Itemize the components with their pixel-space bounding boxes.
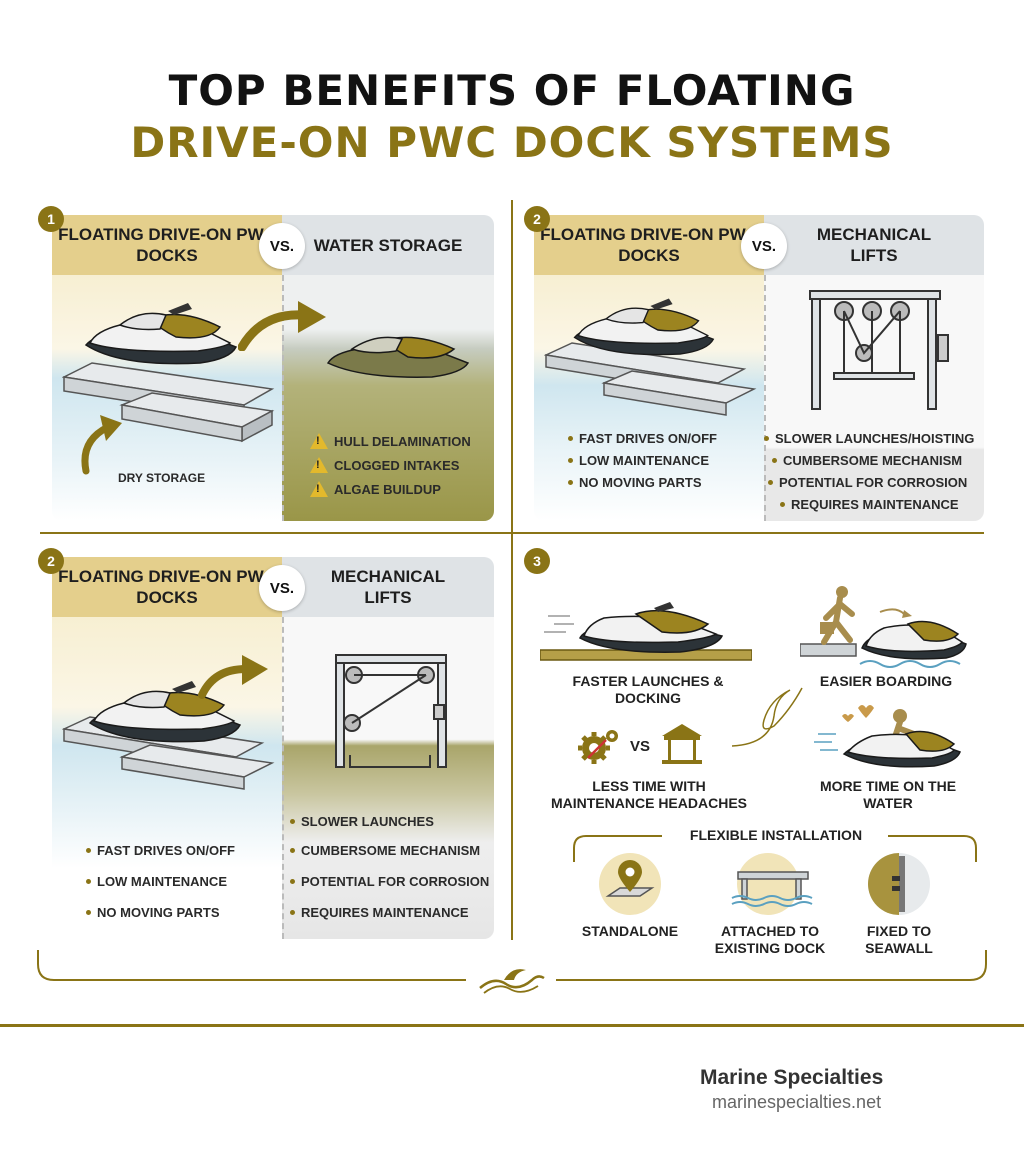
jet-ski-icon	[540, 602, 752, 661]
panel-3-right-item: SLOWER LAUNCHES	[290, 814, 434, 829]
benefit-faster-launches: FASTER LAUNCHES & DOCKING	[572, 673, 724, 706]
panel-3-left-item: NO MOVING PARTS	[86, 905, 220, 920]
footer-url[interactable]: marinespecialties.net	[712, 1092, 882, 1112]
jet-ski-icon	[326, 336, 470, 378]
panel-3-vs: VS.	[259, 565, 305, 611]
warning-icon	[310, 457, 328, 473]
panel-3-right-item: POTENTIAL FOR CORROSION	[290, 874, 489, 889]
footer-rule	[0, 1024, 1024, 1027]
panel-3-left-header: FLOATING DRIVE-ON PWC DOCKS	[52, 557, 282, 617]
lift-frame-icon	[335, 654, 447, 768]
vs-label: VS	[630, 738, 651, 755]
panel-3-right-item: REQUIRES MAINTENANCE	[290, 905, 469, 920]
panel-1-right-item: ALGAE BUILDUP	[310, 481, 441, 497]
panel-2-vs: VS.	[741, 223, 787, 269]
installation-attached: ATTACHED TO EXISTING DOCK	[714, 923, 826, 956]
person-boarding-icon	[800, 586, 967, 668]
wave-icon	[479, 969, 545, 994]
jet-ski-icon	[84, 303, 238, 365]
title-line-1: TOP BENEFITS OF FLOATING	[168, 66, 856, 115]
panel-3-badge: 2	[38, 548, 64, 574]
panel-water-storage: FLOATING DRIVE-ON PWC DOCKS WATER STORAG…	[52, 215, 494, 521]
arrow-icon	[238, 301, 326, 351]
installation-frame	[573, 835, 977, 862]
panel-2-left-item: LOW MAINTENANCE	[568, 453, 709, 468]
dock-icon	[731, 853, 813, 915]
panel-mechanical-lifts-top: FLOATING DRIVE-ON PWC DOCKS MECHANICAL L…	[534, 215, 984, 521]
panel-2-left-header: FLOATING DRIVE-ON PWC DOCKS	[534, 215, 764, 275]
panel-2-badge: 2	[524, 206, 550, 232]
panel-3-left-item: FAST DRIVES ON/OFF	[86, 843, 235, 858]
panel-2-right-item: REQUIRES MAINTENANCE	[780, 497, 959, 512]
panel-1-right-item: HULL DELAMINATION	[310, 433, 471, 449]
arrow-icon	[81, 415, 122, 475]
installation-standalone: STANDALONE	[581, 923, 679, 939]
panel-1-vs: VS.	[259, 223, 305, 269]
panel-1-right-item: CLOGGED INTAKES	[310, 457, 459, 473]
panel-2-left-item: FAST DRIVES ON/OFF	[568, 431, 717, 446]
gazebo-icon	[662, 724, 702, 764]
panel-3-right-item: CUMBERSOME MECHANISM	[290, 843, 480, 858]
connector-line	[731, 687, 803, 747]
panel-2-left-item: NO MOVING PARTS	[568, 475, 702, 490]
jet-ski-icon	[573, 298, 715, 356]
panel-4-badge: 3	[524, 548, 550, 574]
vertical-divider	[511, 200, 513, 940]
panel-2-right-item: POTENTIAL FOR CORROSION	[768, 475, 967, 490]
panel-mechanical-lifts-bottom: FLOATING DRIVE-ON PWC DOCKS MECHANICAL L…	[52, 557, 494, 939]
seawall-icon	[868, 853, 930, 915]
panel-3-right-header: MECHANICAL LIFTS	[282, 557, 494, 617]
panel-2-right-header: MECHANICAL LIFTS	[764, 215, 984, 275]
floating-dock-icon	[62, 362, 275, 443]
installation-seawall: FIXED TO SEAWALL	[865, 923, 933, 956]
arrow-icon	[198, 655, 268, 699]
title-line-2: DRIVE-ON PWC DOCK SYSTEMS	[130, 118, 894, 167]
benefit-more-time: MORE TIME ON THE WATER	[819, 778, 957, 811]
panel-2-right-item: CUMBERSOME MECHANISM	[772, 453, 962, 468]
floating-dock-icon	[544, 342, 757, 416]
gear-icon	[578, 730, 618, 764]
panel-2-right-item: SLOWER LAUNCHES/HOISTING	[764, 431, 974, 446]
panel-3-left-item: LOW MAINTENANCE	[86, 874, 227, 889]
rider-icon	[814, 705, 961, 768]
panel-1-badge: 1	[38, 206, 64, 232]
panel-1-left-header: FLOATING DRIVE-ON PWC DOCKS	[52, 215, 282, 275]
frame-bottom-line	[37, 950, 987, 981]
benefit-less-time: LESS TIME WITH MAINTENANCE HEADACHES	[550, 778, 747, 811]
warning-icon	[310, 433, 328, 449]
installation-title: FLEXIBLE INSTALLATION	[689, 827, 863, 843]
panel-1-right-header: WATER STORAGE	[282, 215, 494, 275]
footer-brand: Marine Specialties	[700, 1066, 884, 1089]
warning-icon	[310, 481, 328, 497]
benefit-easier-boarding: EASIER BOARDING	[819, 673, 953, 689]
lift-frame-icon	[809, 290, 949, 410]
location-pin-icon	[599, 853, 661, 915]
panel-1-left-caption: DRY STORAGE	[118, 471, 206, 485]
jet-ski-icon	[88, 681, 242, 743]
